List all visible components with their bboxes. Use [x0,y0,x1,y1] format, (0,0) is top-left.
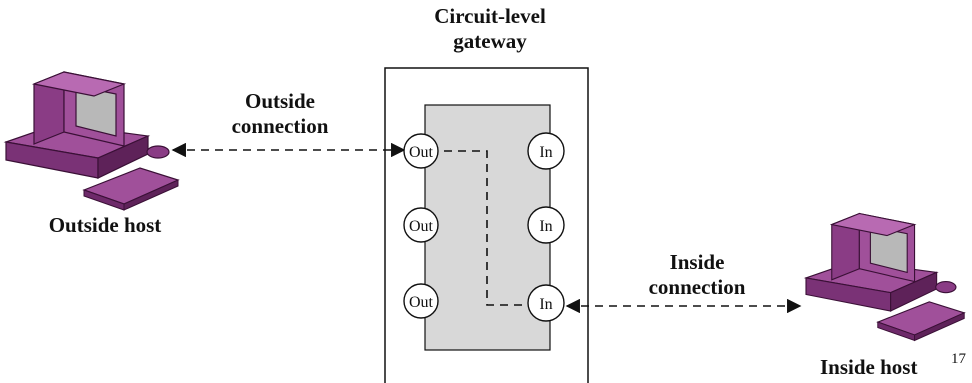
inside-host-label: Inside host [820,355,918,379]
out-port-1: Out [403,133,439,169]
inside-connection-line2: connection [648,275,746,299]
out-port-label: Out [409,294,434,311]
in-port-label: In [539,218,552,235]
inside-connection-line1: Inside [669,250,725,274]
in-port-label: In [539,296,552,313]
inside-host-computer-icon [803,212,966,342]
page-number: 17 [951,351,966,367]
outside-connection-label: Outside connection [205,89,355,139]
in-port-label: In [539,144,552,161]
in-port-2: In [527,206,565,244]
gateway-title-line2: gateway [453,29,527,53]
in-port-3: In [527,284,565,322]
out-port-label: Out [409,144,434,161]
out-port-label: Out [409,218,434,235]
out-port-2: Out [403,207,439,243]
outside-host-label: Outside host [48,213,162,237]
outside-host-computer-icon [3,71,180,211]
inside-connection-label: Inside connection [622,250,772,300]
out-port-3: Out [403,283,439,319]
gateway-title-line1: Circuit-level [434,4,546,28]
gateway-title: Circuit-level gateway [400,4,580,54]
in-port-1: In [527,132,565,170]
outside-connection-line1: Outside [244,89,315,113]
outside-connection-line2: connection [231,114,329,138]
relay-path [444,150,526,306]
